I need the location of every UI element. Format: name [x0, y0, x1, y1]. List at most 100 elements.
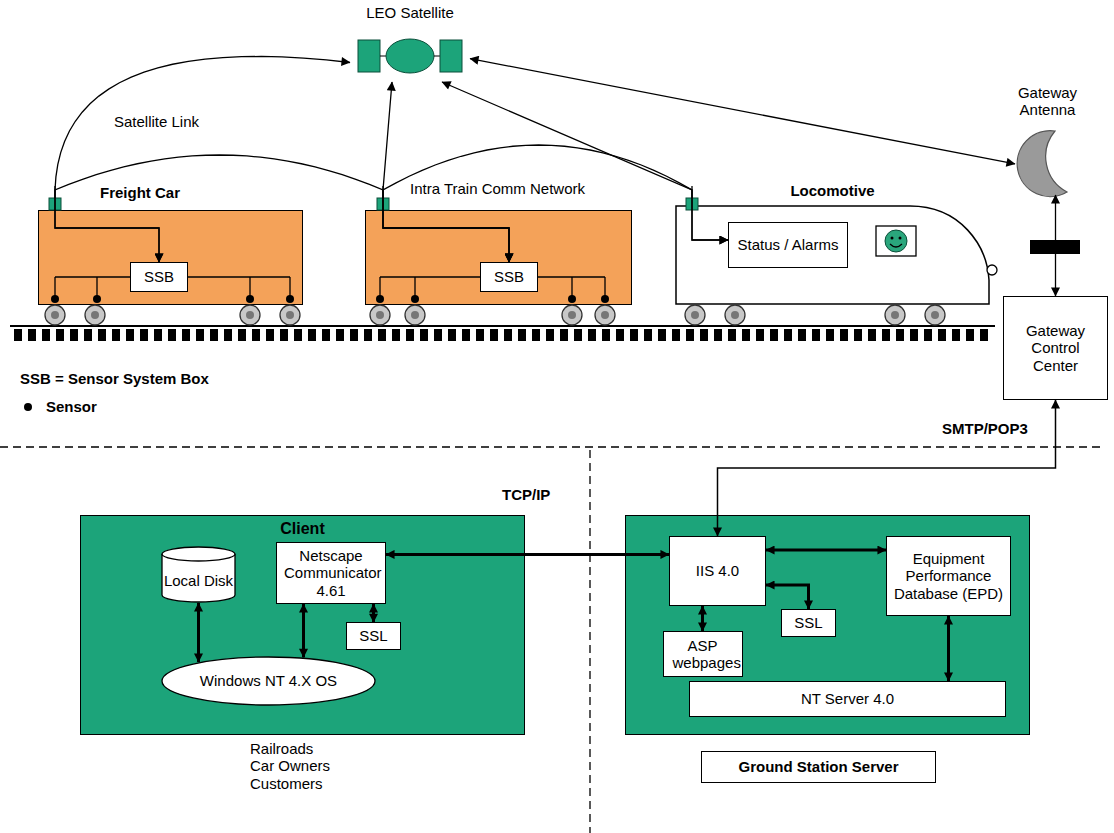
wheel [405, 305, 425, 325]
railway-track [10, 326, 995, 341]
locomotive: LocomotiveStatus / Alarms [675, 182, 990, 305]
antenna [691, 186, 692, 198]
status-box: Status / Alarms [728, 222, 848, 268]
wheel [595, 305, 615, 325]
node-label: Local Disk [164, 560, 233, 589]
shape-part [440, 40, 462, 72]
node-label: Client [81, 516, 524, 538]
wheel [240, 305, 260, 325]
webpage-box: ASP webpages [663, 631, 743, 677]
railway-track [14, 329, 994, 341]
node-label: Gateway Antenna [1015, 84, 1080, 119]
wheel [51, 311, 59, 319]
sensor-system-box: SSB [130, 262, 188, 292]
control-center-box: Gateway Control Center [1003, 296, 1108, 400]
gateway-mount [1030, 240, 1080, 254]
wheel [925, 305, 945, 325]
shape-part [162, 547, 235, 561]
label-box: Ground Station Server [701, 751, 936, 783]
wheel [411, 311, 419, 319]
antenna [54, 186, 55, 198]
user-list: Railroads Car Owners Customers [250, 740, 336, 792]
ssl-box: SSL [781, 609, 836, 637]
ssl-box: SSL [346, 622, 401, 649]
wheel [562, 305, 582, 325]
node-label: Gateway Control Center [1018, 322, 1093, 374]
os-ellipse: Windows NT 4.X OS [161, 656, 376, 706]
satellite: LEO Satellite [350, 4, 470, 82]
divider-line [0, 447, 1100, 833]
wheel [45, 305, 945, 325]
wheel [376, 311, 384, 319]
node-label: LEO Satellite [350, 4, 470, 21]
connector-label: Intra Train Comm Network [408, 180, 587, 197]
antenna-dish [1015, 128, 1080, 195]
node-label: Locomotive [675, 182, 990, 199]
connector [1055, 195, 1056, 296]
antenna [49, 198, 61, 210]
shape-part [386, 39, 434, 73]
node-label: IIS 4.0 [696, 562, 739, 579]
sensor-dot [24, 403, 32, 411]
node-label: Status / Alarms [738, 236, 839, 253]
satellite-shape [350, 28, 470, 84]
divider-line [0, 446, 1100, 447]
os-box: NT Server 4.0 [689, 681, 1006, 717]
node-label: Netscape Communicator 4.61 [284, 547, 378, 599]
shape-part [1017, 131, 1067, 197]
wheel [885, 305, 905, 325]
legend-swatch [22, 401, 34, 413]
wheel [91, 311, 99, 319]
antenna [382, 186, 383, 198]
node-label: SSB [494, 268, 524, 285]
node-label: Freight Car [38, 184, 303, 201]
wheel [931, 311, 939, 319]
shape-part [162, 657, 375, 705]
divider-line [589, 450, 590, 833]
wheel [891, 311, 899, 319]
wheel [568, 311, 576, 319]
connector-label: TCP/IP [500, 486, 552, 503]
gateway-antenna: Gateway Antenna [1015, 84, 1080, 195]
node-label: Equipment Performance Database (EPD) [893, 550, 1005, 602]
connector-label: Satellite Link [112, 113, 201, 130]
wheel [725, 305, 745, 325]
wheel [280, 305, 300, 325]
node-label: SSL [359, 627, 387, 644]
node-label: SSB [144, 268, 174, 285]
shape-part [380, 56, 386, 57]
shape-part [358, 40, 380, 72]
server-panel: Ground Station ServerIIS 4.0Equipment Pe… [625, 515, 1030, 735]
database-box: Equipment Performance Database (EPD) [886, 536, 1011, 616]
connector [470, 59, 1015, 164]
node-label: NT Server 4.0 [801, 690, 894, 707]
abbreviation-note: SSB = Sensor System Box [20, 370, 209, 387]
node-label: ASP webpages [673, 637, 733, 672]
wheel [246, 311, 254, 319]
wheel [45, 305, 65, 325]
server-box: IIS 4.0 [669, 536, 766, 606]
client-panel: ClientLocal Disk Netscape Communicator 4.… [80, 515, 525, 735]
shape-part [434, 56, 440, 57]
wheel [685, 305, 705, 325]
shape-part [676, 206, 989, 304]
legend-label: Sensor [46, 398, 97, 415]
connector-label: SMTP/POP3 [940, 420, 1030, 437]
node-label: Ground Station Server [738, 758, 898, 775]
sensor-system-box: SSB [480, 262, 538, 292]
wheel [370, 305, 390, 325]
software-box: Netscape Communicator 4.61 [276, 542, 386, 604]
wheel [85, 305, 105, 325]
disk-cylinder: Local Disk [161, 546, 236, 603]
node-label: Windows NT 4.X OS [200, 672, 337, 689]
wheel [731, 311, 739, 319]
wheel [286, 311, 294, 319]
wheel [691, 311, 699, 319]
legend-item: Sensor [22, 398, 97, 415]
wheel [601, 311, 609, 319]
railway-track [10, 325, 995, 327]
freight-car: Freight CarSSB [38, 184, 303, 305]
antenna [377, 198, 389, 210]
